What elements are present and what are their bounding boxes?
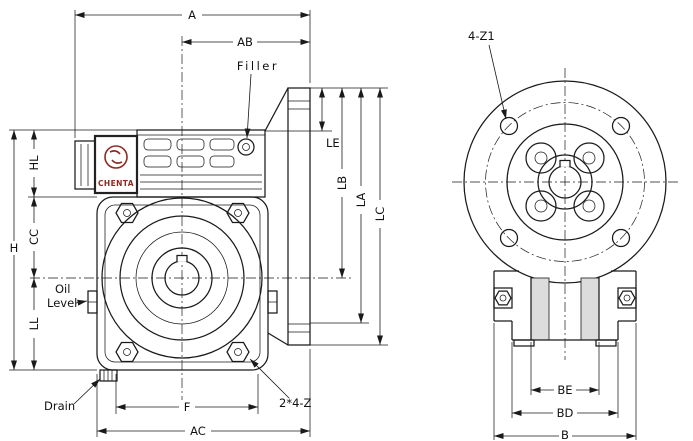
mounting-hole	[611, 116, 631, 136]
housing-outline	[463, 80, 667, 284]
dim-le: LE	[319, 88, 340, 150]
mounting-hole	[499, 116, 519, 136]
keyway	[559, 159, 571, 167]
dim-le-label: LE	[326, 136, 340, 150]
callout-oil-level: Oil Level	[47, 282, 88, 310]
dim-lc: LC	[373, 88, 387, 345]
filler-cap	[237, 138, 255, 156]
keyway	[176, 254, 188, 262]
dim-a-label: A	[188, 8, 196, 22]
dim-hl: HL	[27, 130, 41, 197]
dim-be: BE	[531, 383, 599, 397]
oil-level-indicator	[87, 290, 98, 314]
cooling-slot	[176, 138, 205, 151]
cooling-slot	[176, 155, 205, 168]
bracket-bolt	[494, 290, 512, 306]
mounting-hole	[611, 228, 631, 248]
mounting-bracket	[493, 270, 637, 347]
cooling-slot	[209, 138, 235, 151]
cooling-slot	[143, 155, 172, 168]
mounting-hole	[499, 228, 519, 248]
dim-lb: LB	[335, 88, 349, 278]
dim-b-label: B	[561, 428, 569, 441]
dim-ac-label: AC	[190, 424, 206, 438]
corner-bolt	[115, 341, 139, 363]
dim-lb-label: LB	[335, 176, 349, 190]
callout-front-holes: 4-Z1	[468, 29, 507, 120]
front-holes-label: 4-Z1	[468, 29, 495, 43]
dim-lc-label: LC	[373, 207, 387, 221]
dim-be-label: BE	[557, 383, 572, 397]
clover-lobe	[525, 190, 557, 222]
extension-lines-side	[9, 10, 388, 437]
side-plug	[267, 290, 278, 314]
dim-ll: LL	[27, 278, 41, 370]
corner-bolt	[226, 202, 250, 224]
dim-a: A	[75, 8, 310, 22]
brand-emblem-icon	[104, 145, 128, 169]
filler-label: Filler	[237, 59, 279, 73]
oil-level-label-line2: Level	[47, 296, 77, 310]
flange-bolt	[582, 151, 596, 165]
brand-logo: CHENTA	[93, 134, 139, 195]
side-view: CHENTA	[6, 8, 388, 438]
drain-plug	[99, 369, 118, 382]
flange-boss	[506, 123, 624, 241]
callout-side-holes: 2*4-Z	[249, 358, 312, 410]
clover-lobe	[573, 142, 605, 174]
flange-bolt	[582, 199, 596, 213]
cooling-slot	[209, 155, 235, 168]
dim-h-label: H	[10, 241, 19, 255]
dim-la: LA	[354, 88, 368, 323]
dim-ll-label: LL	[27, 317, 41, 330]
callout-drain: Drain	[44, 378, 101, 413]
dim-f-label: F	[184, 400, 191, 414]
corner-bolt	[115, 202, 139, 224]
bolt-circle	[485, 102, 645, 262]
corner-bolt	[226, 341, 250, 363]
dim-hl-label: HL	[27, 155, 41, 171]
drain-label: Drain	[44, 399, 75, 413]
flange-bolt	[534, 199, 548, 213]
brand-name: CHENTA	[98, 179, 134, 188]
output-flange-face	[101, 197, 263, 359]
front-view: BE BD B 4-Z1	[452, 29, 680, 441]
dim-bd-label: BD	[557, 406, 574, 420]
dim-bd: BD	[512, 406, 618, 420]
dim-b: B	[494, 428, 636, 441]
clover-lobe	[525, 142, 557, 174]
dim-ab-label: AB	[237, 35, 253, 49]
dim-h: H	[6, 130, 22, 370]
bracket-bolt	[618, 290, 636, 306]
extension-lines-front	[493, 323, 637, 440]
mounting-flange	[264, 87, 311, 346]
callout-filler: Filler	[237, 59, 279, 139]
dim-cc: CC	[27, 197, 41, 278]
clover-lobe	[573, 190, 605, 222]
dim-cc-label: CC	[27, 229, 41, 245]
oil-level-label-line1: Oil	[55, 282, 70, 296]
dim-ab: AB	[182, 35, 310, 49]
hub	[537, 154, 593, 210]
foot	[595, 339, 617, 347]
side-holes-label: 2*4-Z	[279, 396, 312, 410]
cooling-slot	[143, 138, 172, 151]
foot	[513, 339, 535, 347]
output-housing	[96, 196, 269, 371]
flange-bolt	[534, 151, 548, 165]
dim-ac: AC	[97, 424, 310, 438]
dim-la-label: LA	[354, 193, 368, 208]
dim-f: F	[116, 400, 258, 414]
